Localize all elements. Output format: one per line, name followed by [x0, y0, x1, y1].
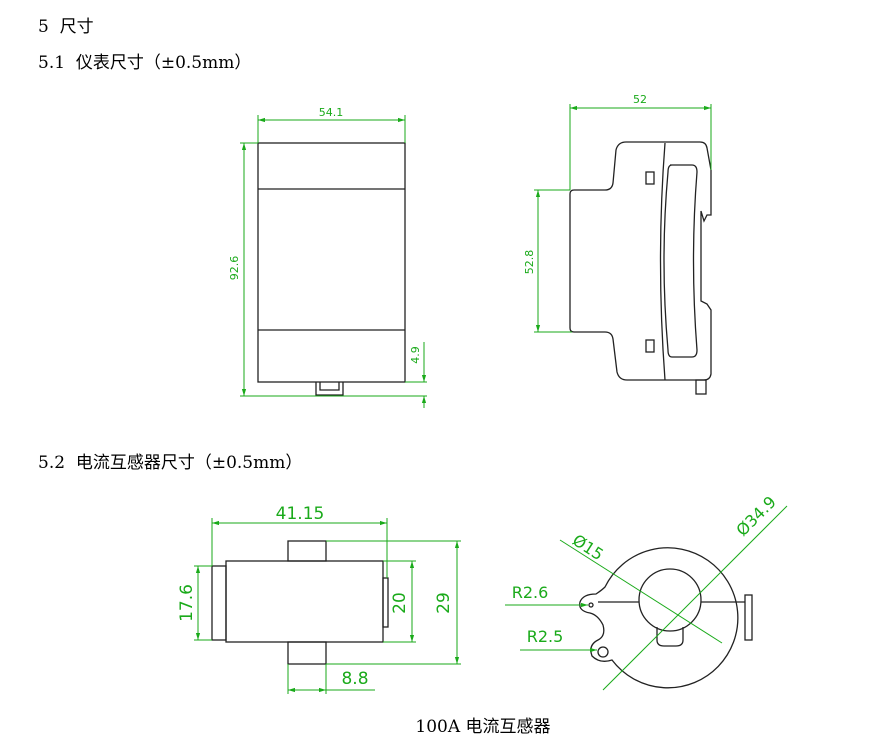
ct-length-label: 41.15	[276, 504, 325, 524]
ct-outer-diameter-label: Ø34.9	[732, 492, 780, 540]
ct-tab-label: 8.8	[341, 669, 368, 689]
section-heading: 5 尺寸	[38, 17, 94, 37]
ct-side-view: 41.15 17.6 20 29 8.8	[177, 504, 461, 694]
meter-side-view: 52 52.8	[523, 93, 712, 395]
ct-total-label: 29	[434, 592, 454, 614]
meter-depth-label: 52	[633, 93, 647, 106]
meter-front-view: 54.1 92.6 4.9	[228, 106, 427, 408]
meter-rail-offset-label: 4.9	[409, 346, 422, 364]
figure-caption: 100A 电流互感器	[415, 717, 551, 737]
meter-height-label: 92.6	[228, 256, 241, 281]
ct-dimensions-heading: 5.2 电流互感器尺寸（±0.5mm）	[38, 453, 303, 473]
ct-inner-diameter-label: Ø15	[569, 530, 607, 564]
ct-flange-label: 17.6	[177, 584, 197, 622]
ct-radius-2-label: R2.5	[527, 627, 564, 646]
meter-width-label: 54.1	[319, 106, 344, 119]
ct-front-view: Ø15 Ø34.9 R2.6 R2.5	[505, 492, 788, 691]
meter-rail-height-label: 52.8	[523, 250, 536, 275]
ct-radius-1-label: R2.6	[512, 583, 549, 602]
meter-dimensions-heading: 5.1 仪表尺寸（±0.5mm）	[38, 53, 252, 73]
ct-body-label: 20	[390, 592, 410, 614]
